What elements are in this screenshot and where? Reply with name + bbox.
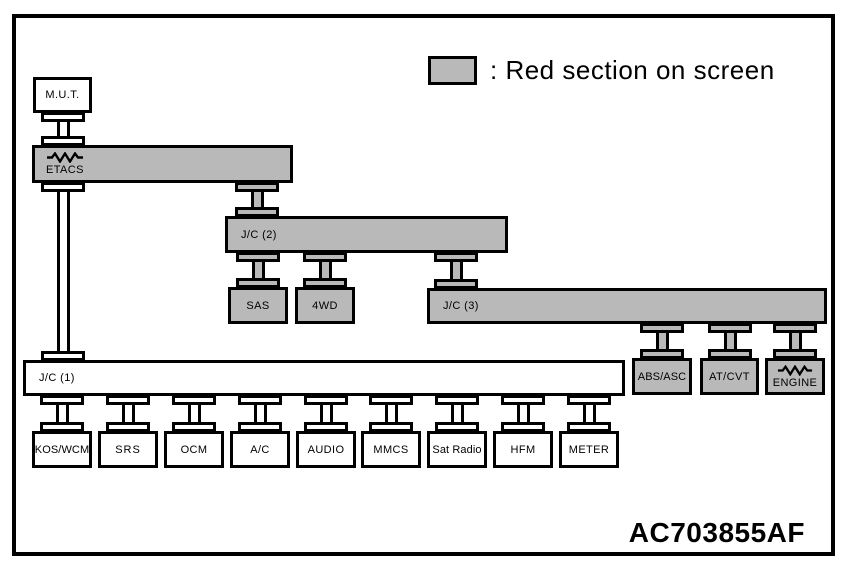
node-jc3: J/C (3) xyxy=(427,288,827,324)
node-meter: METER xyxy=(559,431,619,468)
connector-jc1-meter xyxy=(567,395,611,432)
connector-jc3-abs-asc xyxy=(640,323,684,359)
connector-jc1-sat-radio xyxy=(435,395,479,432)
node-at-cvt: AT/CVT xyxy=(700,358,759,395)
node-audio: AUDIO xyxy=(296,431,356,468)
node-sas: SAS xyxy=(228,287,288,324)
node-hfm: HFM xyxy=(493,431,553,468)
node-audio-label: AUDIO xyxy=(307,443,345,456)
node-jc1: J/C (1) xyxy=(23,360,625,396)
node-sas-label: SAS xyxy=(246,299,270,312)
node-engine: ENGINE xyxy=(765,358,825,395)
connector-jc1-ac xyxy=(238,395,282,432)
resistor-icon xyxy=(777,364,813,376)
connector-mut-etacs xyxy=(41,112,85,146)
node-kos-wcm: KOS/WCM xyxy=(32,431,92,468)
legend-label: : Red section on screen xyxy=(490,55,775,85)
node-jc3-label: J/C (3) xyxy=(443,300,479,312)
node-mut-label: M.U.T. xyxy=(45,89,80,101)
legend: : Red section on screen xyxy=(428,55,775,86)
node-mmcs: MMCS xyxy=(361,431,421,468)
node-hfm-label: HFM xyxy=(510,443,536,456)
node-srs-label: SRS xyxy=(115,443,141,456)
connector-jc2-sas xyxy=(236,252,280,288)
node-kos-wcm-label: KOS/WCM xyxy=(34,443,90,456)
node-4wd: 4WD xyxy=(295,287,355,324)
connector-jc3-engine xyxy=(773,323,817,359)
node-etacs: ETACS xyxy=(32,145,293,183)
connector-jc1-audio xyxy=(304,395,348,432)
figure-code: AC703855AF xyxy=(628,517,805,548)
node-ocm-label: OCM xyxy=(180,443,208,456)
connector-etacs-jc1 xyxy=(41,182,85,361)
node-jc2-label: J/C (2) xyxy=(241,228,277,241)
node-mmcs-label: MMCS xyxy=(373,443,409,456)
node-sat-radio-label: Sat Radio xyxy=(432,443,482,456)
connector-jc1-mmcs xyxy=(369,395,413,432)
connector-jc1-kos-wcm xyxy=(40,395,84,432)
node-engine-label: ENGINE xyxy=(772,376,818,389)
connector-jc2-jc3 xyxy=(434,252,478,289)
node-jc2: J/C (2) xyxy=(225,216,508,253)
connector-jc1-srs xyxy=(106,395,150,432)
node-meter-label: METER xyxy=(568,443,610,456)
node-etacs-label: ETACS xyxy=(46,164,84,176)
resistor-icon xyxy=(47,152,83,163)
node-ac-label: A/C xyxy=(250,443,270,456)
node-4wd-label: 4WD xyxy=(312,299,338,312)
node-at-cvt-label: AT/CVT xyxy=(709,370,750,383)
node-jc1-label: J/C (1) xyxy=(39,372,75,384)
diagram-frame xyxy=(12,14,835,556)
node-ac: A/C xyxy=(230,431,290,468)
connector-jc3-at-cvt xyxy=(708,323,752,359)
node-abs-asc-label: ABS/ASC xyxy=(637,370,687,383)
connector-etacs-jc2 xyxy=(235,182,279,217)
node-srs: SRS xyxy=(98,431,158,468)
connector-jc1-ocm xyxy=(172,395,216,432)
connector-jc2-4wd xyxy=(303,252,347,288)
node-abs-asc: ABS/ASC xyxy=(632,358,692,395)
legend-swatch xyxy=(428,56,477,85)
node-sat-radio: Sat Radio xyxy=(427,431,487,468)
node-ocm: OCM xyxy=(164,431,224,468)
connector-jc1-hfm xyxy=(501,395,545,432)
node-mut: M.U.T. xyxy=(33,77,92,113)
